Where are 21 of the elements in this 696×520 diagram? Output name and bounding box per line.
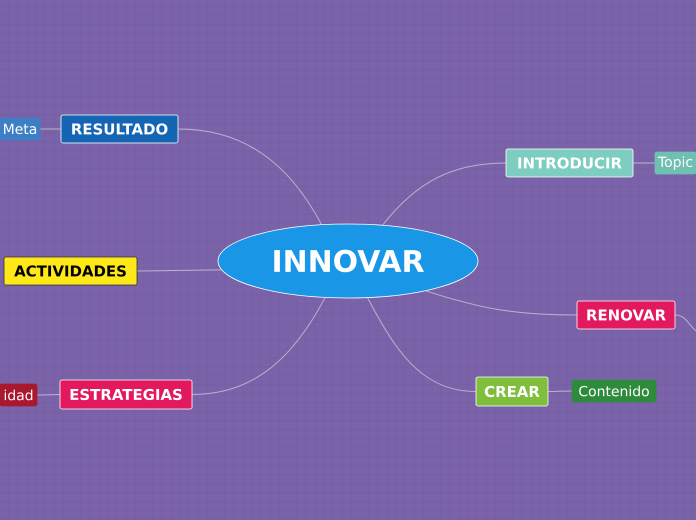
topic-box: RENOVAR (576, 300, 676, 330)
subtopic-box: Contenido (572, 380, 656, 402)
connector-line (674, 314, 696, 332)
connector-line (36, 394, 60, 396)
subtopic-box: Topic (654, 152, 696, 174)
connector-line (382, 162, 506, 226)
connector-line (136, 269, 222, 272)
connector-line (40, 128, 62, 130)
subtopic-box: Meta (0, 118, 40, 140)
topic-box: ACTIVIDADES (4, 256, 138, 286)
connector-line (548, 390, 572, 392)
subtopic-box: idad (0, 384, 38, 406)
connector-line (426, 290, 578, 316)
connector-line (632, 162, 656, 164)
connector-line (178, 128, 322, 225)
topic-box: ESTRATEGIAS (60, 380, 192, 410)
connector-line (367, 297, 476, 392)
topic-box: CREAR (476, 376, 548, 406)
connector-line (192, 297, 326, 395)
topic-box: RESULTADO (60, 114, 178, 144)
topic-box: INTRODUCIR (506, 148, 634, 178)
